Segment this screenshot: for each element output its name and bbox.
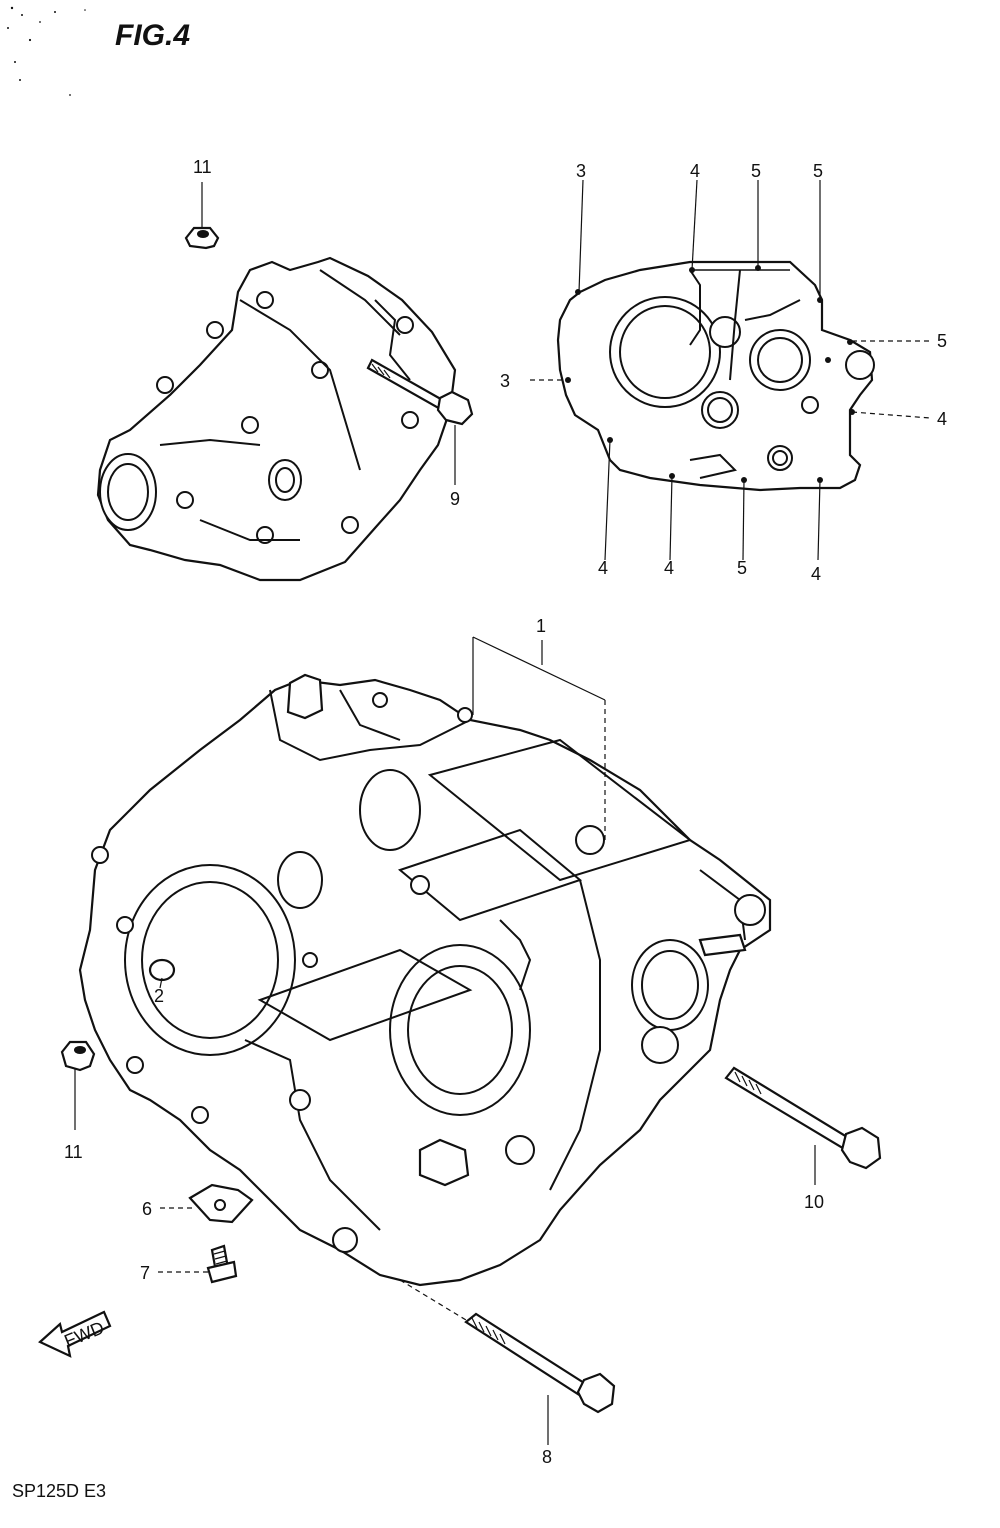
figure-title: FIG.4 — [115, 19, 190, 52]
left-crankcase-cover — [96, 256, 474, 582]
callout-4-bottom-c: 4 — [811, 564, 821, 584]
part-1-bracket — [472, 636, 606, 840]
footer-model-code: SP125D E3 — [12, 1481, 106, 1501]
part-9-bolt — [366, 358, 474, 485]
part-11-bottom — [60, 1040, 96, 1130]
gasket-leaders — [530, 179, 931, 561]
scan-noise — [7, 6, 86, 96]
fwd-arrow-icon: FWD — [38, 1310, 112, 1358]
callout-6: 6 — [142, 1199, 152, 1219]
callout-4-bottom-a: 4 — [598, 558, 608, 578]
callout-5-top-a: 5 — [751, 161, 761, 181]
part-7-screw — [158, 1244, 238, 1284]
callout-1: 1 — [536, 616, 546, 636]
crankcase-gasket — [556, 260, 875, 492]
callout-7: 7 — [140, 1263, 150, 1283]
callout-8: 8 — [542, 1447, 552, 1467]
crankcase-assembly — [78, 636, 772, 1287]
callout-4-bottom-b: 4 — [664, 558, 674, 578]
callout-3-left: 3 — [500, 371, 510, 391]
part-10-bolt — [724, 1066, 882, 1185]
callout-2: 2 — [154, 986, 164, 1006]
callout-5-top-b: 5 — [813, 161, 823, 181]
callout-9: 9 — [450, 489, 460, 509]
callout-4-right: 4 — [937, 409, 947, 429]
callout-11-top: 11 — [193, 157, 212, 177]
part-2-leader — [159, 977, 163, 989]
part-11-top — [184, 182, 220, 250]
callout-11-bottom: 11 — [64, 1142, 83, 1162]
callout-10: 10 — [804, 1192, 824, 1212]
callout-4-top: 4 — [690, 161, 700, 181]
callout-3-top: 3 — [576, 161, 586, 181]
callout-5-right: 5 — [937, 331, 947, 351]
part-8-bolt — [399, 1279, 616, 1445]
callout-5-bottom: 5 — [737, 558, 747, 578]
part-6-plate — [160, 1183, 254, 1224]
